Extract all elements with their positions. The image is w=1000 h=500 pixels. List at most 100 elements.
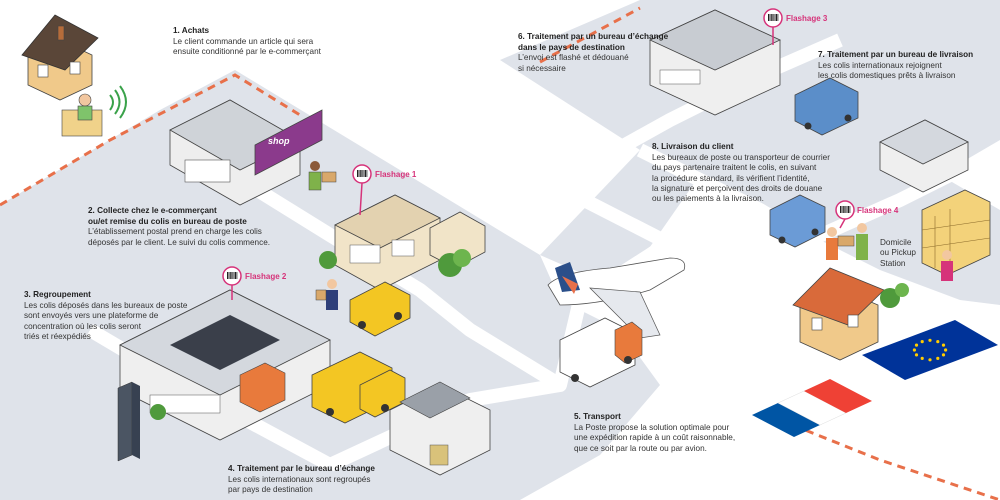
barcode-bar xyxy=(845,206,847,213)
barcode-bar xyxy=(774,14,776,21)
person-icon xyxy=(308,161,337,191)
border-dashed-line-2 xyxy=(539,6,641,64)
person-icon xyxy=(826,223,868,260)
barcode-bar xyxy=(776,14,778,21)
barcode-icon xyxy=(763,8,783,45)
flashage-pin-circle xyxy=(352,164,372,184)
barcode-bar xyxy=(363,170,365,177)
barcode-bar xyxy=(772,14,773,21)
barcode-bar xyxy=(228,272,230,279)
step-8-title: 8. Livraison du client xyxy=(652,142,734,152)
step-4-body: Les colis internationaux sont regroupés … xyxy=(228,474,371,495)
barcode-bar xyxy=(777,14,779,21)
eu-star xyxy=(914,353,919,357)
barcode-bar xyxy=(769,14,771,21)
barcode-bar xyxy=(231,272,232,279)
flashage-pins xyxy=(222,8,855,300)
house-icon xyxy=(792,267,885,361)
eu-star xyxy=(914,343,919,347)
tree-icon xyxy=(319,249,471,277)
barcode-bar xyxy=(229,272,231,279)
person-icon xyxy=(315,279,338,310)
barcode-bar xyxy=(770,14,772,21)
post-office-icon xyxy=(389,381,491,476)
barcode-bar xyxy=(236,272,238,279)
barcode-bar xyxy=(235,272,237,279)
barcode-bar xyxy=(849,206,851,213)
barcode-bar xyxy=(846,206,848,213)
barcode-bar xyxy=(362,170,364,177)
step-7-body: Les colis internationaux rejoignent les … xyxy=(818,60,956,81)
barcode-bar xyxy=(227,272,228,279)
barcode-bar xyxy=(233,272,235,279)
flashage-pin-circle xyxy=(222,266,242,286)
post-office-icon xyxy=(879,119,969,193)
step-1-body: Le client commande un article qui sera e… xyxy=(173,36,321,57)
van-icon xyxy=(769,194,826,248)
barcode-bar xyxy=(768,14,769,21)
barcode-icon xyxy=(352,164,372,216)
step-4-title: 4. Traitement par le bureau d’échange xyxy=(228,464,375,474)
barcode-bar xyxy=(361,170,362,177)
barcode-bar xyxy=(840,206,841,213)
eu-star xyxy=(936,356,940,360)
step-6-body: L’envoi est flashé et dédouané si nécess… xyxy=(518,53,629,73)
person-icon xyxy=(61,93,103,137)
warehouse-icon xyxy=(649,9,781,116)
pickup-label: Domicile ou Pickup Station xyxy=(880,238,916,268)
eu-star xyxy=(920,340,924,344)
step-5-body: La Poste propose la solution optimale po… xyxy=(574,422,736,453)
eu-star xyxy=(928,338,932,342)
truck-icon xyxy=(794,77,859,136)
flashage-pin-circle xyxy=(835,200,855,220)
eu-star xyxy=(928,358,932,362)
flashage-pin-line xyxy=(359,182,363,216)
airplane-icon xyxy=(547,257,686,339)
barcode-bar xyxy=(358,170,360,177)
step-7-text: 7. Traitement par un bureau de livraison… xyxy=(818,40,998,82)
warehouse-icon xyxy=(119,289,331,441)
shop-icon xyxy=(169,99,323,206)
post-office-icon xyxy=(334,194,486,291)
barcode-bar xyxy=(848,206,850,213)
flashage-3-label: Flashage 3 xyxy=(786,14,828,23)
shop-sign: shop xyxy=(268,136,290,146)
flashage-1-label: Flashage 1 xyxy=(375,170,417,179)
border-dashed-line xyxy=(0,73,301,207)
tree-icon xyxy=(150,404,166,420)
flashage-4-label: Flashage 4 xyxy=(857,206,899,215)
step-2-title: 2. Collecte chez le e-commerçant ou/et r… xyxy=(88,206,247,226)
step-3-body: Les colis déposés dans les bureaux de po… xyxy=(24,300,188,342)
eu-star xyxy=(936,340,940,344)
barcode-bar xyxy=(844,206,845,213)
step-6-text: 6. Traitement par un bureau d’échange da… xyxy=(518,22,678,74)
barcode-bar xyxy=(232,272,234,279)
barcode-bar xyxy=(366,170,368,177)
flashage-pin-circle xyxy=(763,8,783,28)
eu-flag-icon xyxy=(862,320,998,380)
step-7-title: 7. Traitement par un bureau de livraison xyxy=(818,50,974,60)
step-6-title: 6. Traitement par un bureau d’échange da… xyxy=(518,32,669,52)
truck-icon xyxy=(559,317,643,388)
eu-star xyxy=(941,353,946,357)
step-3-title: 3. Regroupement xyxy=(24,290,91,300)
step-2-body: L’établissement postal prend en charge l… xyxy=(88,227,271,247)
eu-star xyxy=(941,343,946,347)
eu-star xyxy=(944,348,948,352)
border-dashed-line-3 xyxy=(779,418,1000,500)
house-icon xyxy=(21,14,99,101)
barcode-icon xyxy=(222,266,242,300)
van-icon xyxy=(349,281,411,337)
step-5-title: 5. Transport xyxy=(574,412,621,422)
french-flag-icon xyxy=(752,379,872,437)
barcode-bar xyxy=(357,170,358,177)
eu-star xyxy=(920,356,924,360)
barcode-icon xyxy=(835,200,855,229)
step-8-body: Les bureaux de poste ou transporteur de … xyxy=(652,152,830,204)
